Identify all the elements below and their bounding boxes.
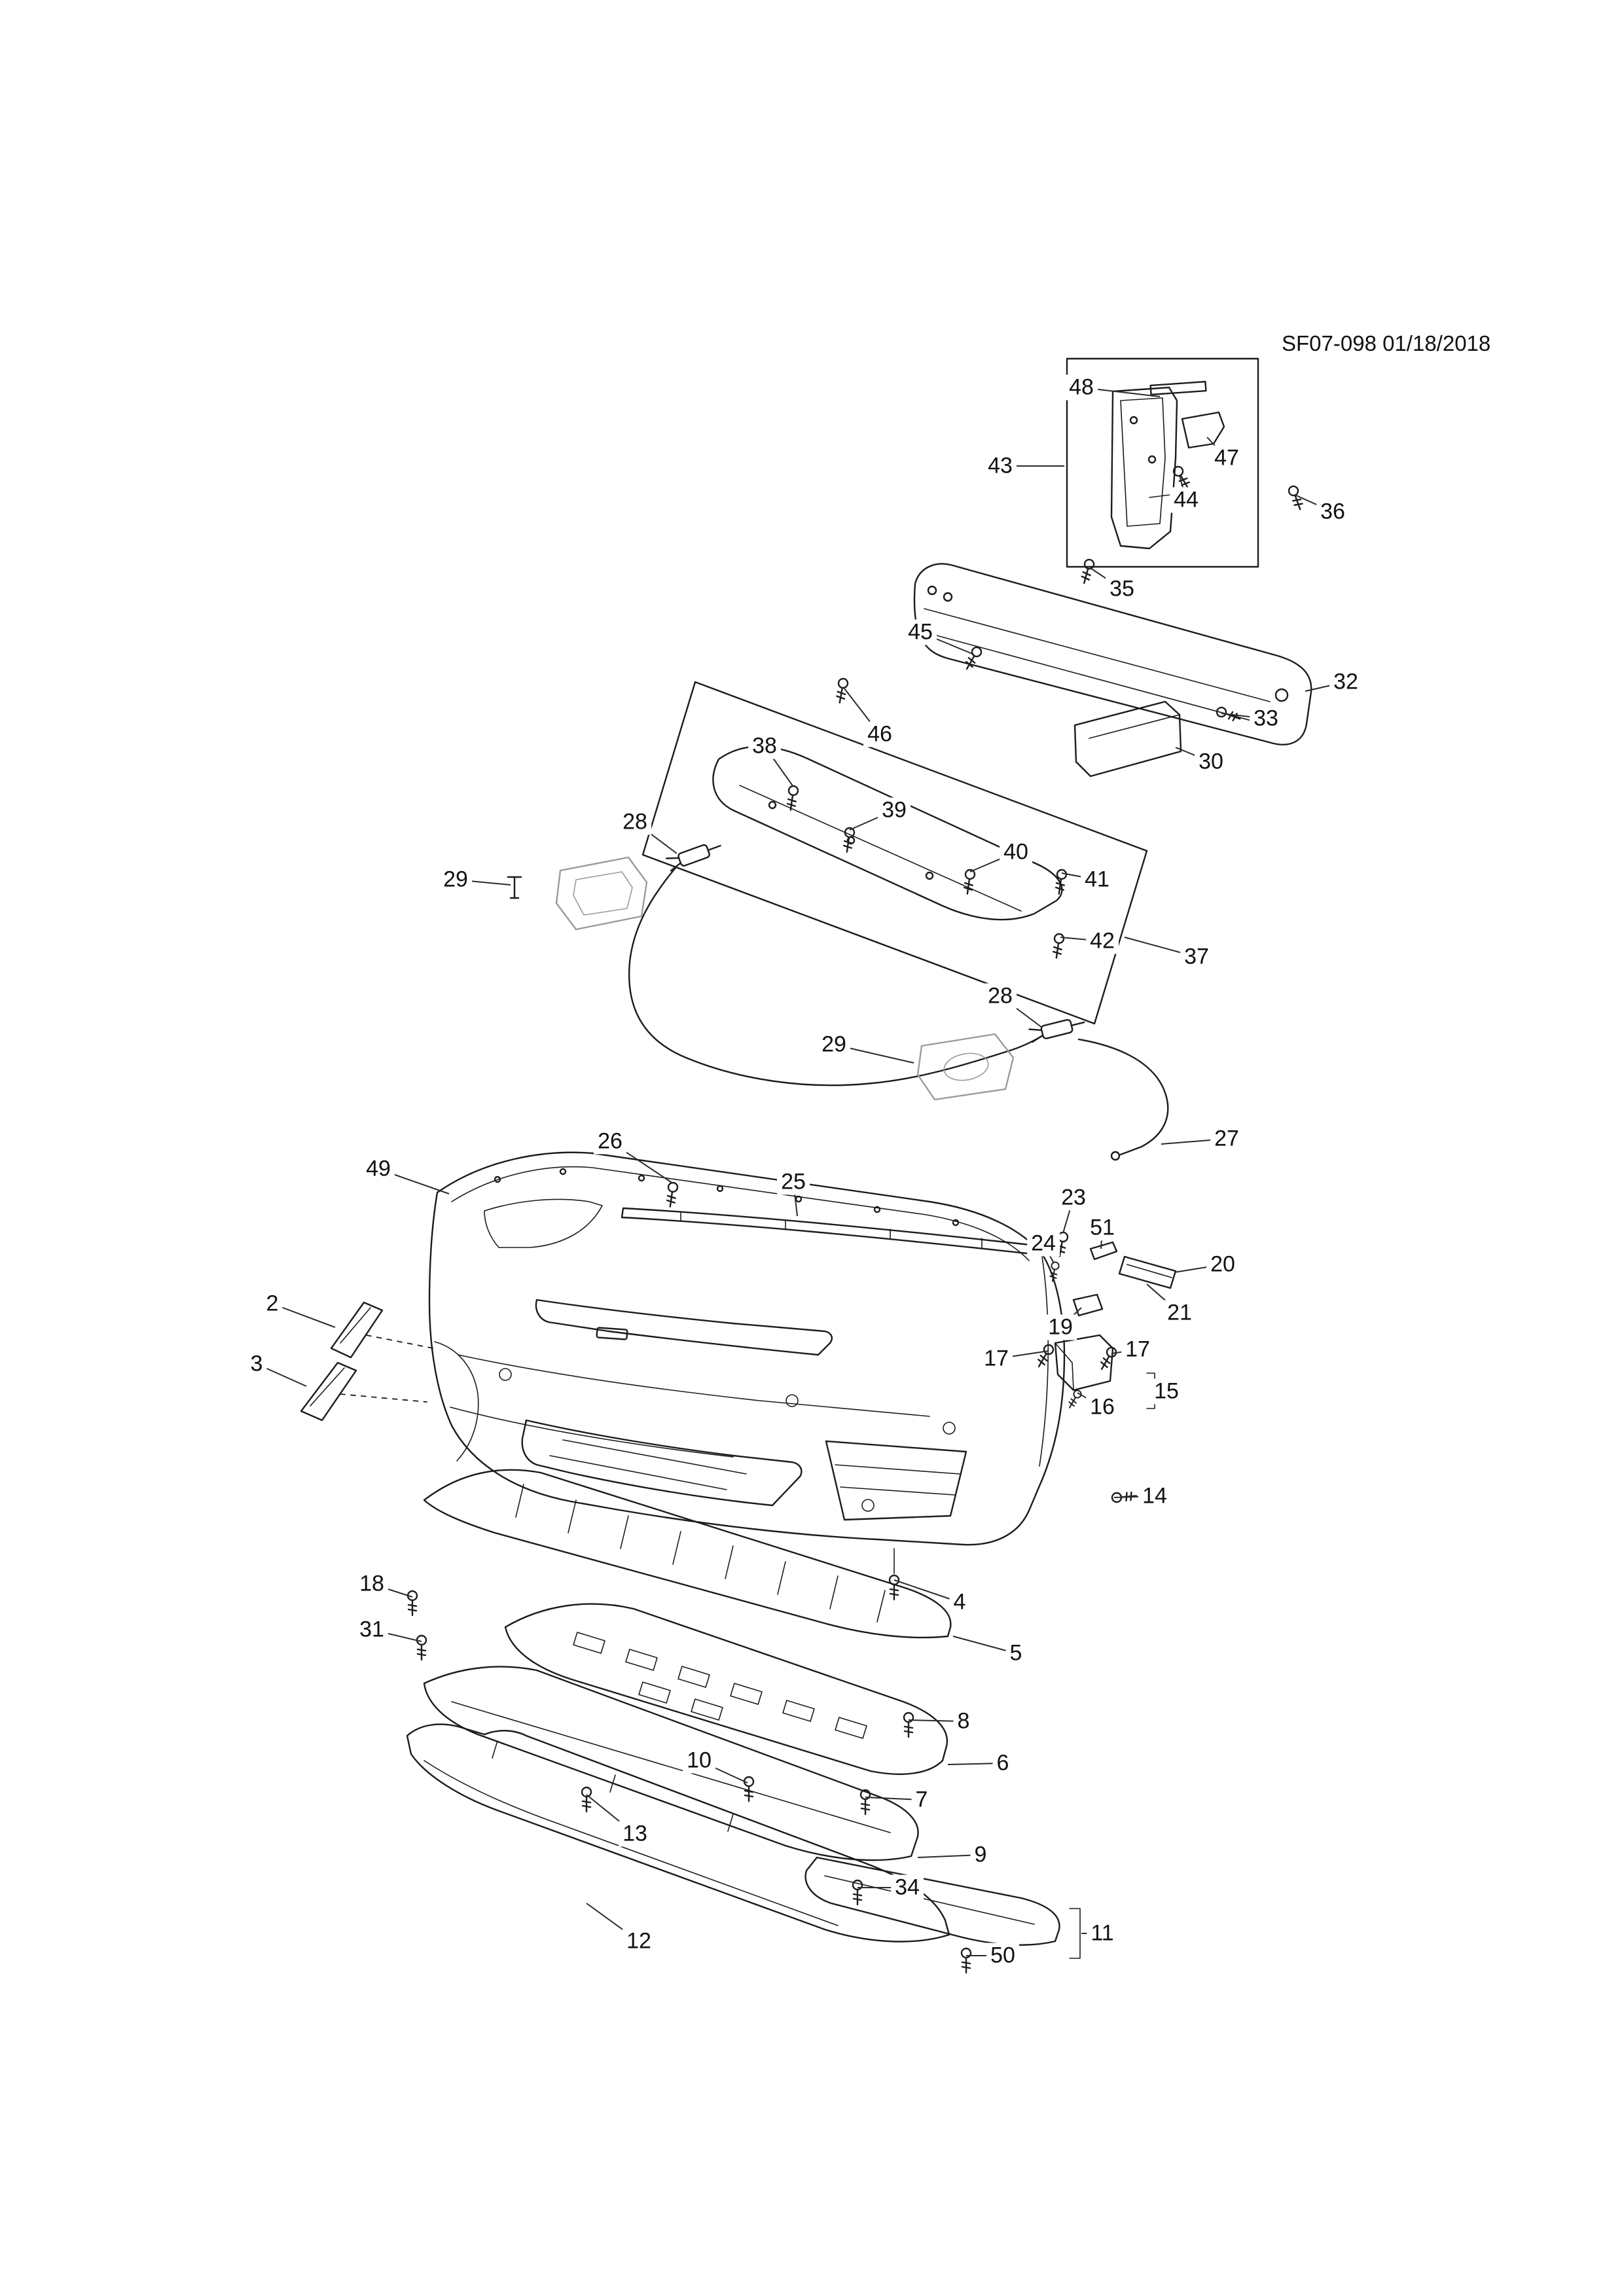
part-callout-21: 21 <box>1163 1300 1196 1326</box>
leader-line-9 <box>917 1854 981 1858</box>
part-callout-51: 51 <box>1086 1215 1119 1241</box>
part-callout-11: 11 <box>1087 1920 1118 1946</box>
leader-line-4 <box>893 1579 960 1603</box>
part-callout-37: 37 <box>1180 944 1213 970</box>
part-callout-29: 29 <box>818 1031 850 1058</box>
part-callout-26: 26 <box>594 1128 626 1155</box>
air-deflector-drawing <box>504 1603 948 1775</box>
part-callout-25: 25 <box>777 1169 810 1195</box>
leader-line-2 <box>272 1303 336 1328</box>
part-callout-40: 40 <box>1000 839 1032 865</box>
corner-brackets-drawing <box>1072 1241 1177 1317</box>
part-callout-27: 27 <box>1210 1126 1243 1152</box>
spoiler-extension-drawing <box>804 1856 1081 1959</box>
part-callout-30: 30 <box>1195 749 1227 775</box>
part-callout-17: 17 <box>980 1346 1013 1372</box>
part-callout-15: 15 <box>1150 1378 1183 1405</box>
front-spoiler-drawing <box>406 1723 950 1943</box>
leader-line-5 <box>952 1636 1017 1654</box>
washer-hose-drawing <box>507 838 1169 1161</box>
part-callout-2: 2 <box>262 1291 283 1317</box>
part-callout-50: 50 <box>986 1943 1019 1969</box>
lower-shield-drawing <box>423 1666 919 1861</box>
part-callout-23: 23 <box>1057 1185 1090 1211</box>
part-callout-46: 46 <box>863 721 896 747</box>
part-callout-10: 10 <box>683 1748 715 1774</box>
document-code: SF07-098 01/18/2018 <box>1282 331 1491 355</box>
part-callout-47: 47 <box>1210 445 1243 471</box>
part-callout-32: 32 <box>1329 669 1362 695</box>
part-callout-19: 19 <box>1044 1314 1077 1340</box>
part-callout-16: 16 <box>1086 1394 1119 1420</box>
part-callout-38: 38 <box>748 733 781 759</box>
part-callout-17: 17 <box>1121 1336 1154 1363</box>
part-callout-41: 41 <box>1081 867 1113 893</box>
part-callout-35: 35 <box>1106 576 1138 602</box>
part-callout-45: 45 <box>904 619 937 645</box>
part-callout-7: 7 <box>911 1787 932 1813</box>
part-callout-6: 6 <box>992 1750 1013 1776</box>
part-callout-28: 28 <box>984 983 1017 1009</box>
upper-molding-drawing <box>621 1207 1034 1255</box>
part-callout-39: 39 <box>878 797 911 823</box>
part-callout-28: 28 <box>619 809 651 835</box>
part-callout-49: 49 <box>362 1156 395 1182</box>
part-callout-3: 3 <box>246 1351 267 1377</box>
part-callout-31: 31 <box>355 1617 388 1643</box>
fastener-glyphs <box>406 464 1306 1974</box>
bracket-inset-box <box>1066 357 1259 568</box>
part-callout-5: 5 <box>1005 1640 1026 1666</box>
part-callout-36: 36 <box>1316 499 1349 525</box>
part-callout-8: 8 <box>953 1708 974 1734</box>
part-callout-48: 48 <box>1065 374 1098 401</box>
side-moldings-drawing <box>300 1301 434 1422</box>
part-callout-12: 12 <box>623 1928 655 1954</box>
part-callout-20: 20 <box>1206 1251 1239 1278</box>
part-callout-29: 29 <box>439 867 472 893</box>
part-callout-4: 4 <box>949 1589 970 1615</box>
closeout-panel-drawing <box>423 1469 952 1639</box>
part-callout-33: 33 <box>1250 706 1282 732</box>
part-callout-18: 18 <box>355 1571 388 1597</box>
bumper-fascia-drawing <box>428 1151 1066 1574</box>
part-callout-13: 13 <box>619 1821 651 1847</box>
part-callout-24: 24 <box>1027 1230 1060 1257</box>
part-callout-34: 34 <box>891 1874 924 1901</box>
part-callout-42: 42 <box>1086 928 1119 954</box>
part-callout-43: 43 <box>984 453 1017 479</box>
part-callout-44: 44 <box>1170 487 1202 513</box>
part-callout-14: 14 <box>1138 1483 1171 1509</box>
part-callout-9: 9 <box>970 1842 991 1868</box>
